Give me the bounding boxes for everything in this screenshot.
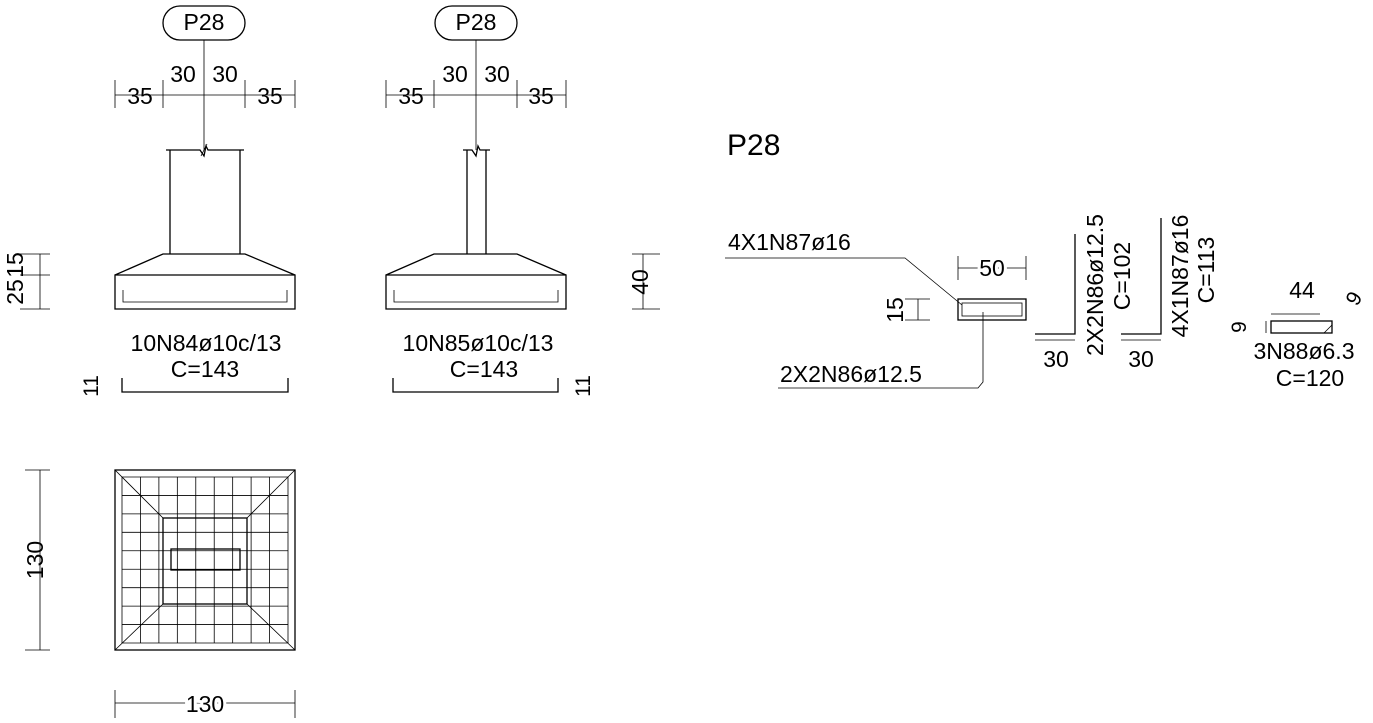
dimension-height xyxy=(905,298,930,321)
dim-text: 40 xyxy=(627,269,653,295)
bar-length: C=143 xyxy=(171,356,239,382)
dimension-width xyxy=(957,256,1027,280)
tag-label: P28 xyxy=(456,9,497,35)
tag-label: P28 xyxy=(184,9,225,35)
bar-label: 4X1N87ø16 xyxy=(728,229,851,255)
detail-title: P28 xyxy=(727,129,780,162)
bar-label: 3N88ø6.3 xyxy=(1253,338,1354,364)
column xyxy=(166,144,244,254)
bar-length: C=120 xyxy=(1276,365,1344,391)
bar-label: 2X2N86ø12.5 xyxy=(1082,214,1108,356)
stirrup-dimensions xyxy=(1265,313,1333,334)
dim-text: 130 xyxy=(22,541,48,579)
column-section xyxy=(170,548,241,571)
dim-text: 11 xyxy=(80,375,103,397)
dim-text: 35 xyxy=(528,83,554,109)
bar-label: 10N85ø10c/13 xyxy=(403,330,554,356)
bar-label: 10N84ø10c/13 xyxy=(131,330,282,356)
dimension-vertical xyxy=(25,469,50,651)
column-detail: P28 4X1N87ø16 50 15 2X2N86ø12.5 30 2X2N8… xyxy=(725,129,1367,391)
dim-text: 30 xyxy=(1043,346,1069,372)
height-dimension xyxy=(632,253,660,310)
bar-length: C=113 xyxy=(1193,237,1219,304)
dim-text: 50 xyxy=(979,255,1005,281)
dim-text: 11 xyxy=(572,375,595,397)
dim-text: 30 xyxy=(212,61,238,87)
stirrup xyxy=(961,302,1023,317)
rebar xyxy=(122,290,288,303)
pedestal xyxy=(162,517,248,605)
dim-text: 30 xyxy=(170,61,196,87)
dimension-lines xyxy=(114,80,296,108)
column xyxy=(463,144,490,254)
leader-line xyxy=(200,40,208,157)
stirrup-shape xyxy=(1270,320,1333,334)
bar-label: 2X2N86ø12.5 xyxy=(780,361,922,387)
leader-line xyxy=(778,312,984,389)
bar-shape xyxy=(392,378,559,393)
rebar xyxy=(393,290,559,303)
bar-shape xyxy=(121,378,289,393)
bar-label: 4X1N87ø16 xyxy=(1167,215,1193,338)
rebar-grid xyxy=(121,476,289,644)
dim-text: 15 xyxy=(2,252,28,278)
dim-text: 30 xyxy=(484,61,510,87)
dim-text: 15 xyxy=(882,297,908,323)
dim-text: 9 xyxy=(1341,288,1367,310)
slope-lines xyxy=(114,469,296,651)
bar-shape-b xyxy=(1121,218,1162,335)
footing-elevation-2: P28 35 30 30 35 40 10N85ø10c/13 C=143 11 xyxy=(385,5,660,397)
dim-text: 35 xyxy=(127,83,153,109)
column-section xyxy=(957,298,1027,321)
dim-text: 44 xyxy=(1289,277,1315,303)
dim-text: 25 xyxy=(2,279,28,305)
bar-shape-a xyxy=(1035,234,1076,335)
dimension-horizontal xyxy=(114,690,296,718)
bar-length: C=143 xyxy=(450,356,518,382)
dimension-lines xyxy=(385,80,567,108)
height-dimension xyxy=(20,253,50,310)
dim-text: 30 xyxy=(1128,346,1154,372)
footing xyxy=(385,253,567,310)
footing-plan: 130 130 xyxy=(22,469,296,720)
footing-elevation-1: P28 35 30 30 35 25 15 10N84ø10c/13 C=143… xyxy=(2,5,296,397)
plan-outline xyxy=(114,469,296,651)
dim-text: 30 xyxy=(442,61,468,87)
dim-text: 35 xyxy=(257,83,283,109)
dim-text: 130 xyxy=(186,691,224,717)
dim-text: 9 xyxy=(1228,321,1251,333)
leader-line xyxy=(725,257,963,306)
footing xyxy=(114,253,296,310)
bar-length: C=102 xyxy=(1109,242,1135,310)
dim-text: 35 xyxy=(398,83,424,109)
